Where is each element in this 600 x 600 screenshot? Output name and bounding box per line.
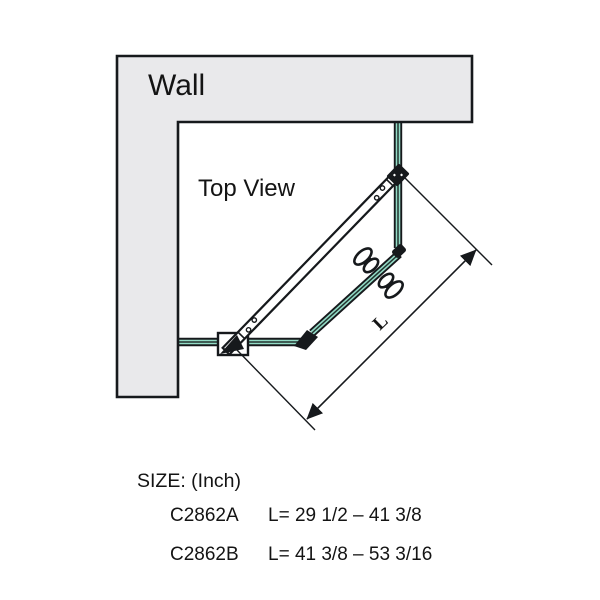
screw-icon — [373, 194, 380, 201]
screw-icon — [379, 185, 386, 191]
size-row: C2862A L= 29 1/2 – 41 3/8 — [170, 504, 422, 528]
size-heading: SIZE: (Inch) — [137, 470, 242, 492]
extension-line-bottom — [235, 348, 316, 431]
model-code: C2862B — [170, 544, 239, 565]
size-range: L= 41 3/8 – 53 3/16 — [268, 544, 433, 565]
top-view-label: Top View — [198, 175, 295, 202]
dimension-line — [306, 249, 477, 420]
hinge-block — [386, 163, 410, 187]
extension-line-top — [403, 176, 493, 266]
pivot-wedge-icon — [220, 335, 244, 354]
dimension-annotation — [235, 176, 493, 431]
wall-shape — [115, 54, 474, 399]
screw-icon — [245, 326, 252, 333]
wall-label: Wall — [148, 69, 206, 102]
screw-icon — [251, 317, 258, 323]
size-range: L= 29 1/2 – 41 3/8 — [268, 505, 422, 526]
size-row: C2862B L= 41 3/8 – 53 3/16 — [170, 543, 432, 567]
model-code: C2862A — [170, 505, 239, 526]
